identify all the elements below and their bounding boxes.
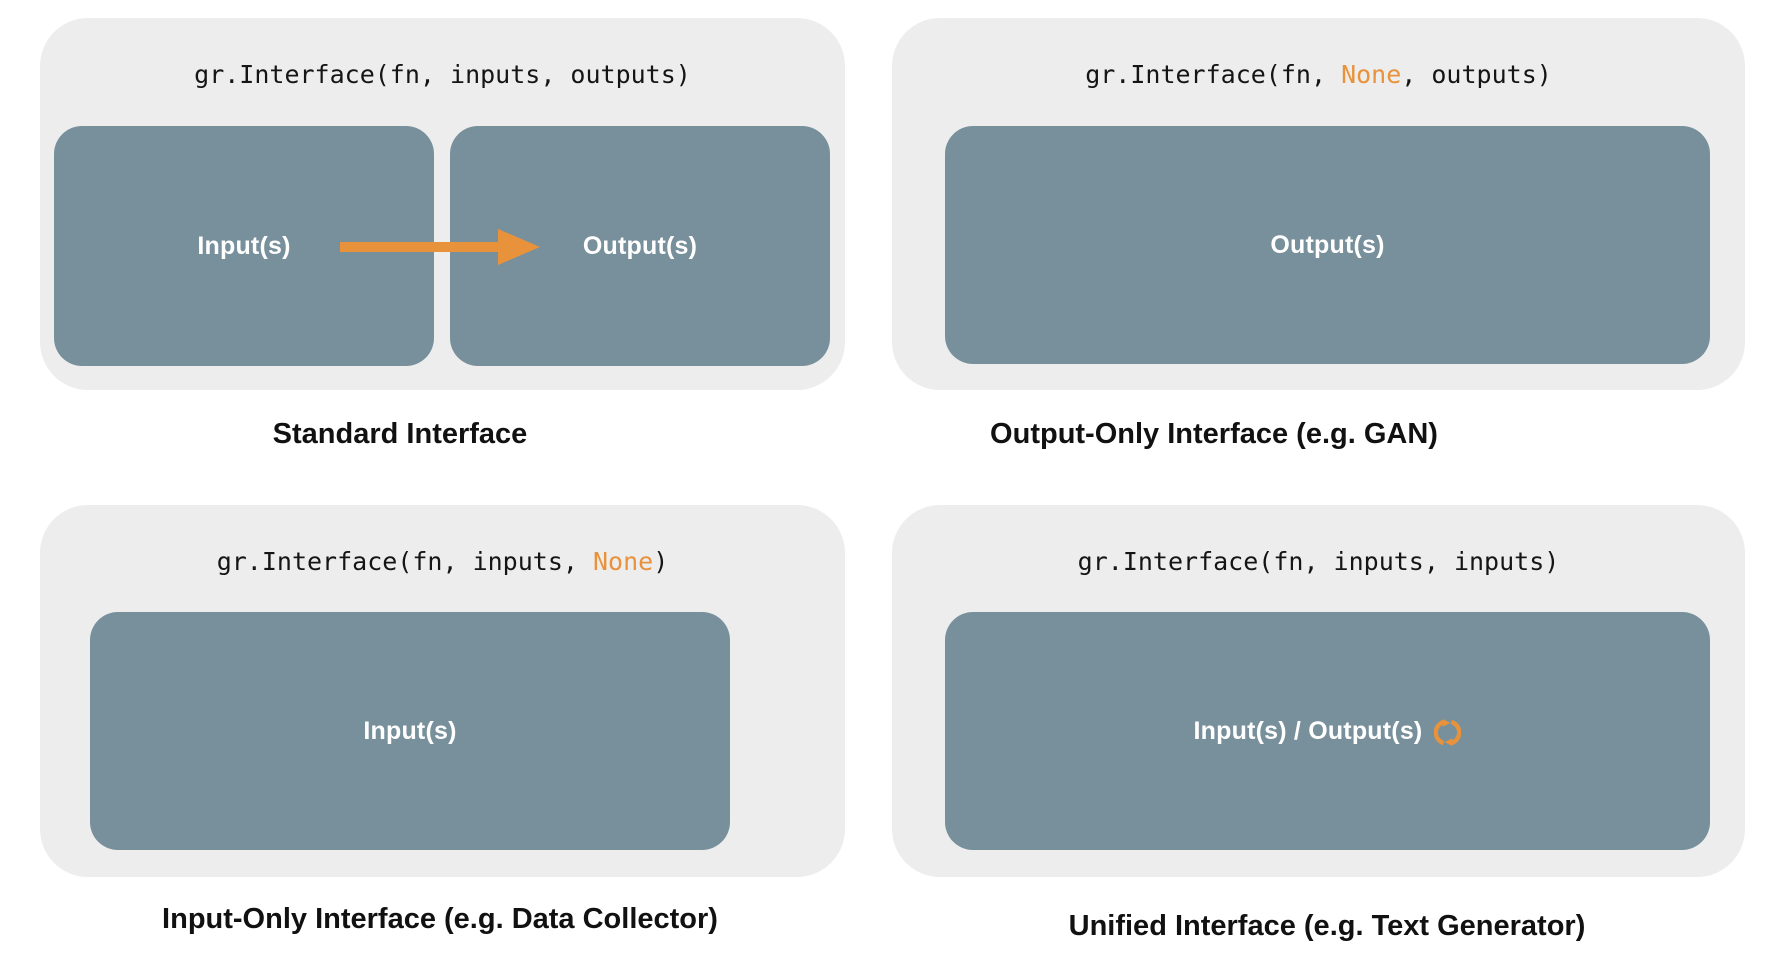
code-text: gr.Interface(fn, inputs, outputs) [194, 60, 691, 89]
sync-icon [1434, 718, 1462, 746]
panel-standard-interface: gr.Interface(fn, inputs, outputs) Input(… [40, 18, 845, 390]
box-label: Input(s) / Output(s) [1193, 716, 1423, 745]
right-arrow-icon [340, 229, 540, 265]
caption-input-only-interface: Input-Only Interface (e.g. Data Collecto… [162, 903, 718, 935]
interface-code: gr.Interface(fn, inputs, inputs) [892, 547, 1745, 576]
code-text: gr.Interface(fn, inputs, inputs) [1077, 547, 1560, 576]
code-text: gr.Interface(fn, inputs, [216, 547, 593, 576]
code-highlight-none: None [1341, 60, 1402, 89]
panel-input-only-interface: gr.Interface(fn, inputs, None) Input(s) [40, 505, 845, 877]
box-label: Output(s) [582, 231, 698, 260]
box-label: Input(s) [363, 716, 457, 745]
code-text: , outputs) [1401, 60, 1552, 89]
caption-standard-interface: Standard Interface [272, 418, 528, 450]
interface-code: gr.Interface(fn, inputs, outputs) [40, 60, 845, 89]
input-box: Input(s) [90, 612, 730, 850]
box-label: Input(s) [197, 231, 291, 260]
output-box: Output(s) [945, 126, 1710, 364]
caption-output-only-interface: Output-Only Interface (e.g. GAN) [990, 418, 1438, 450]
panel-unified-interface: gr.Interface(fn, inputs, inputs) Input(s… [892, 505, 1745, 877]
box-label: Output(s) [1270, 230, 1385, 259]
code-highlight-none: None [593, 547, 654, 576]
code-text: ) [653, 547, 669, 576]
code-text: gr.Interface(fn, [1085, 60, 1342, 89]
interface-code: gr.Interface(fn, None, outputs) [892, 60, 1745, 89]
caption-unified-interface: Unified Interface (e.g. Text Generator) [1068, 910, 1586, 942]
panel-output-only-interface: gr.Interface(fn, None, outputs) Output(s… [892, 18, 1745, 390]
interface-code: gr.Interface(fn, inputs, None) [40, 547, 845, 576]
input-output-box: Input(s) / Output(s) [945, 612, 1710, 850]
